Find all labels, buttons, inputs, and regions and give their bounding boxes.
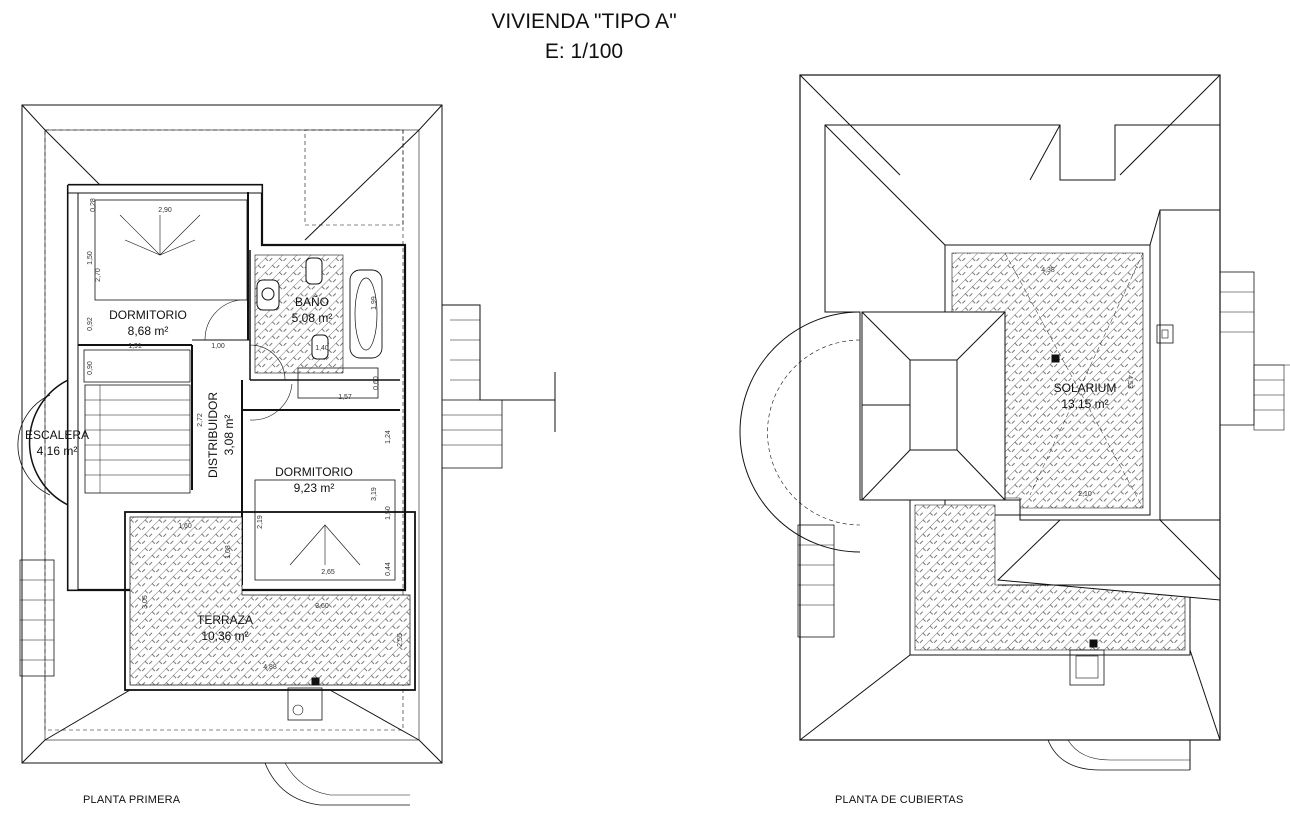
room-name-bathroom: BAÑO xyxy=(295,295,329,309)
dim-label: 2,90 xyxy=(158,207,172,214)
dim-label: 2,65 xyxy=(321,569,335,576)
room-area-stairs: 4,16 m² xyxy=(37,444,78,458)
dim-label: 4,53 xyxy=(1126,375,1133,389)
dim-label: 0,28 xyxy=(90,198,97,212)
room-area-terrace: 10,36 m² xyxy=(201,629,248,643)
dim-label: 2,72 xyxy=(197,413,204,427)
dim-label: 1,00 xyxy=(211,343,225,350)
dim-label: 1,57 xyxy=(338,394,352,401)
dim-label: 2,55 xyxy=(397,633,404,647)
room-name-bedroom-1: DORMITORIO xyxy=(109,308,187,322)
floor-plan xyxy=(17,104,556,806)
dim-label: 4,38 xyxy=(1041,267,1055,274)
room-area-bedroom-1: 8,68 m² xyxy=(128,324,169,338)
drawing-scale: E: 1/100 xyxy=(544,40,624,63)
floor-plan-caption: PLANTA PRIMERA xyxy=(83,794,181,806)
dim-label: 0,92 xyxy=(87,317,94,331)
roof-plan-caption: PLANTA DE CUBIERTAS xyxy=(835,794,964,806)
room-area-bathroom: 5,08 m² xyxy=(292,311,333,325)
dim-label: 3,19 xyxy=(371,487,378,501)
dim-label: 1,24 xyxy=(385,430,392,444)
room-name-stairs: ESCALERA xyxy=(25,428,89,442)
room-name-hall: DISTRIBUIDOR xyxy=(206,392,220,478)
room-name-bedroom-2: DORMITORIO xyxy=(275,465,353,479)
dim-label: 2,70 xyxy=(95,268,102,282)
drawing-title: VIVIENDA "TIPO A" xyxy=(491,10,677,33)
dim-label: 1,08 xyxy=(225,545,232,559)
roof-plan-labels: SOLARIUM 13,15 m² 4,38 4,53 2,10 xyxy=(1041,267,1133,498)
room-name-terrace: TERRAZA xyxy=(197,613,253,627)
dim-label: 1,50 xyxy=(385,506,392,520)
room-area-bedroom-2: 9,23 m² xyxy=(294,481,335,495)
room-name-solarium: SOLARIUM xyxy=(1054,381,1117,395)
dim-label: 2,10 xyxy=(1078,491,1092,498)
dim-label: 2,19 xyxy=(257,515,264,529)
dim-label: 1,40 xyxy=(315,345,329,352)
room-area-solarium: 13,15 m² xyxy=(1061,397,1108,411)
dim-label: 3,05 xyxy=(142,595,149,609)
dim-label: 1,50 xyxy=(87,251,94,265)
dim-label: 0,44 xyxy=(385,562,392,576)
room-area-hall: 3,08 m² xyxy=(222,415,236,456)
roof-plan xyxy=(739,74,1290,771)
dim-label: 1,91 xyxy=(128,343,142,350)
dim-label: 4,88 xyxy=(263,664,277,671)
dim-label: 3,60 xyxy=(315,603,329,610)
floor-plan-labels: DORMITORIO 8,68 m² BAÑO 5,08 m² ESCALERA… xyxy=(25,198,404,671)
dim-label: 0,60 xyxy=(373,376,380,390)
dim-label: 1,60 xyxy=(178,523,192,530)
dim-label: 1,99 xyxy=(371,296,378,310)
dim-label: 0,90 xyxy=(87,361,94,375)
